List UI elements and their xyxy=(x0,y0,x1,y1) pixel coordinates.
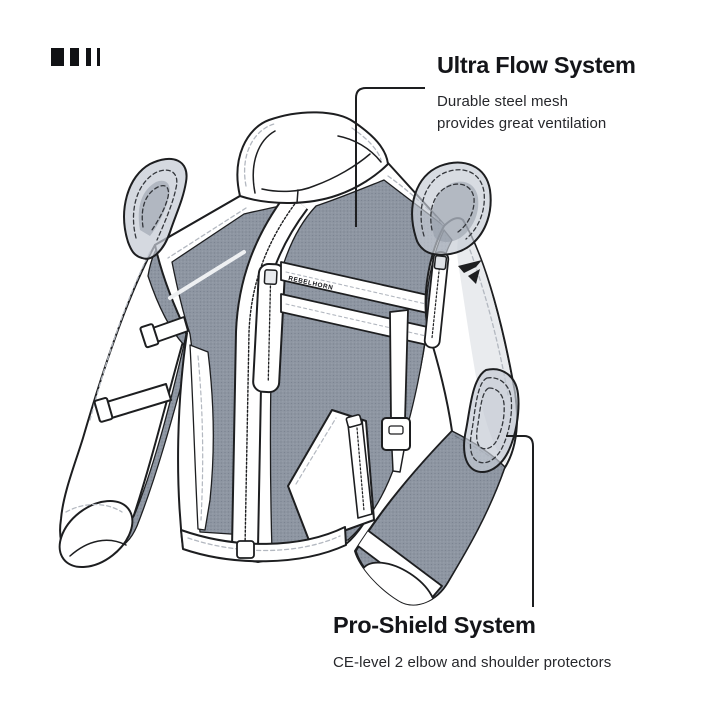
torso: REBELHORN xyxy=(139,162,451,563)
logo-bar xyxy=(70,48,79,66)
description-line: Durable steel mesh xyxy=(437,93,569,110)
hem-band xyxy=(180,526,347,563)
logo-bar xyxy=(97,48,100,66)
waist-strap-buckle xyxy=(381,309,411,473)
annotation-title: Pro-Shield System xyxy=(333,612,536,638)
leader-line-pro-shield xyxy=(506,435,534,607)
protector-pads xyxy=(123,157,520,473)
annotation-pro-shield: Pro-Shield System CE-level 2 elbow and s… xyxy=(333,612,663,674)
left-cuff xyxy=(58,499,134,569)
annotation-description: CE-level 2 elbow and shoulder protectors xyxy=(333,654,612,671)
zipper-garage xyxy=(236,540,255,559)
annotation-description: Durable steel mesh provides great ventil… xyxy=(437,91,687,134)
description-line: provides great ventilation xyxy=(437,114,607,132)
hand-pocket xyxy=(287,409,375,544)
side-strap-buckle xyxy=(139,316,189,349)
annotation-title: Ultra Flow System xyxy=(437,52,636,78)
brand-bars-logo-icon xyxy=(51,48,100,66)
leader-line-ultra-flow xyxy=(355,87,425,227)
left-shoulder-pad xyxy=(123,157,188,260)
right-shoulder-pad xyxy=(411,161,492,256)
chest-pocket-zipper xyxy=(252,262,286,394)
left-forearm-strap xyxy=(93,383,172,423)
logo-bar xyxy=(86,48,91,66)
rebelhorn-flag-icon xyxy=(458,260,482,284)
elbow-pad xyxy=(463,368,520,473)
logo-bar xyxy=(51,48,64,66)
annotation-ultra-flow: Ultra Flow System Durable steel mesh pro… xyxy=(437,52,687,134)
